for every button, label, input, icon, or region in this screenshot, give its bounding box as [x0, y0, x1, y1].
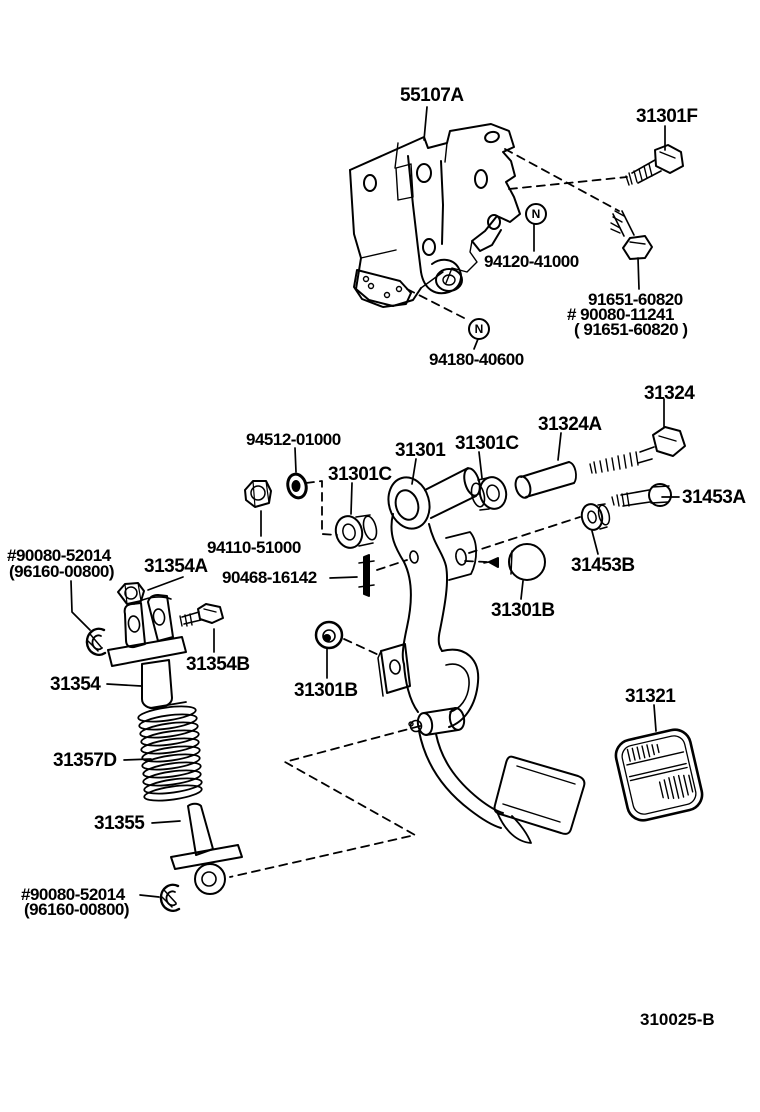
- label-94180-40600: 94180-40600: [429, 350, 524, 369]
- nut-31354a: [118, 583, 144, 604]
- label-90080-11241: # 90080-11241: [567, 305, 674, 324]
- pedal-plate: [495, 757, 585, 834]
- figure-code: 310025-B: [640, 1010, 715, 1029]
- cap-31301b-upper: [484, 544, 545, 580]
- spring-31357d: [137, 702, 202, 803]
- label-94110-51000: 94110-51000: [207, 538, 301, 557]
- bushing-31301c-right: [469, 474, 509, 511]
- label-31301: 31301: [395, 440, 446, 461]
- clip-90080-52014-upper: [87, 629, 105, 655]
- label-90080-52014-u: #90080-52014: [7, 546, 111, 565]
- clip-90468-16142: [359, 555, 374, 596]
- bolt-31354b: [180, 604, 223, 626]
- bolt-31301f: [626, 145, 683, 185]
- label-31453a: 31453A: [682, 487, 746, 508]
- label-31301b-upper: 31301B: [491, 600, 555, 621]
- label-96160-00800-l: (96160-00800): [24, 900, 130, 919]
- bolt-31453a: [612, 484, 671, 506]
- label-94512-01000: 94512-01000: [246, 430, 341, 449]
- nut-symbol-2-icon: N: [468, 318, 490, 340]
- grommet-31301b-lower: [316, 622, 342, 648]
- label-96160-00800-u: (96160-00800): [9, 562, 115, 581]
- label-31324: 31324: [644, 383, 695, 404]
- label-90080-52014-l: #90080-52014: [21, 885, 125, 904]
- pedal-support-bracket-55107a: [350, 124, 520, 307]
- label-31354b: 31354B: [186, 654, 250, 675]
- label-31301f: 31301F: [636, 106, 698, 127]
- label-31453b: 31453B: [571, 555, 635, 576]
- clutch-pedal-arm-31301: [378, 467, 531, 843]
- bushing-31301c-left: [333, 513, 379, 550]
- bushing-31453b: [579, 502, 611, 532]
- nut-94110-51000: [245, 481, 271, 507]
- label-31354: 31354: [50, 674, 101, 695]
- pedal-pad-31321: [613, 727, 705, 824]
- label-31301c-right: 31301C: [455, 433, 519, 454]
- label-31357d: 31357D: [53, 750, 117, 771]
- pivot-bolt-31324: [590, 427, 685, 473]
- label-91651-60820b: ( 91651-60820 ): [574, 320, 688, 339]
- grommet-94512-01000: [285, 472, 309, 500]
- label-31354a: 31354A: [144, 556, 208, 577]
- collar-31324a: [513, 462, 576, 500]
- label-31301c-left: 31301C: [328, 464, 392, 485]
- label-90468-16142: 90468-16142: [222, 568, 317, 587]
- clevis-bracket-31354: [108, 595, 186, 708]
- label-55107a: 55107A: [400, 85, 464, 106]
- label-31321: 31321: [625, 686, 676, 707]
- assembly-dashed-lines: [230, 149, 627, 877]
- clip-90080-52014-lower: [161, 885, 179, 911]
- label-31324a: 31324A: [538, 414, 602, 435]
- screw-91651-60820: [611, 211, 652, 259]
- rod-31355: [171, 804, 242, 894]
- nut-symbol-1-icon: N: [525, 203, 547, 225]
- leader-lines: [71, 107, 679, 897]
- label-94120-41000: 94120-41000: [484, 252, 579, 271]
- label-91651-60820: 91651-60820: [588, 290, 683, 309]
- label-31301b-lower: 31301B: [294, 680, 358, 701]
- label-31355: 31355: [94, 813, 145, 834]
